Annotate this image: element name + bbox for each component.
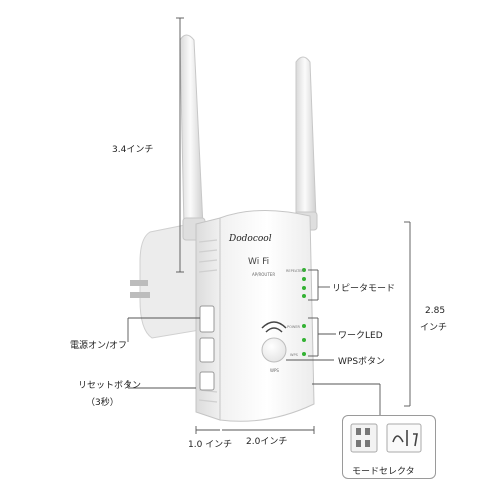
led-label-2: POWER: [287, 325, 301, 329]
led-7: [302, 352, 306, 356]
model-text: AP/ROUTER: [252, 272, 275, 277]
wps-hardware-button: [261, 337, 287, 363]
wps-print: WPS: [270, 368, 279, 373]
reset-hold-label: （3秒）: [86, 398, 119, 408]
device-front: [219, 210, 315, 422]
repeater-mode-label: リピータモード: [332, 284, 396, 294]
power-onoff-label: 電源オン/オフ: [70, 341, 128, 351]
device-height-unit: インチ: [420, 323, 448, 333]
led-5: [302, 324, 306, 328]
device-height-value: 2.85: [425, 306, 446, 316]
led-label-1: REPEATER: [286, 269, 304, 273]
width-label: 2.0インチ: [246, 437, 288, 447]
left-antenna: [179, 34, 206, 241]
wifi-logo-text: Wi Fi: [248, 257, 269, 267]
callout-lines: [127, 17, 411, 434]
right-antenna: [294, 56, 318, 231]
led-4: [302, 294, 306, 298]
brand-text: Dodocool: [228, 234, 272, 244]
led-3: [302, 286, 306, 290]
led-6: [302, 338, 306, 342]
wall-plug: [130, 221, 201, 339]
reset-button-label: リセットボタン: [78, 381, 142, 391]
led-label-3: WPS: [290, 353, 299, 357]
led-2: [302, 277, 306, 281]
mode-selector-inset: [342, 415, 436, 479]
mode-selector-label: モードセレクタ: [352, 467, 415, 477]
led-1: [302, 268, 306, 272]
antenna-height-label: 3.4インチ: [112, 145, 154, 155]
depth-label: 1.0 インチ: [188, 440, 233, 450]
work-led-label: ワークLED: [338, 331, 383, 341]
mode-selector-closeup: [350, 423, 422, 453]
wps-button-label: WPSボタン: [338, 357, 386, 367]
device-side: [195, 217, 221, 421]
